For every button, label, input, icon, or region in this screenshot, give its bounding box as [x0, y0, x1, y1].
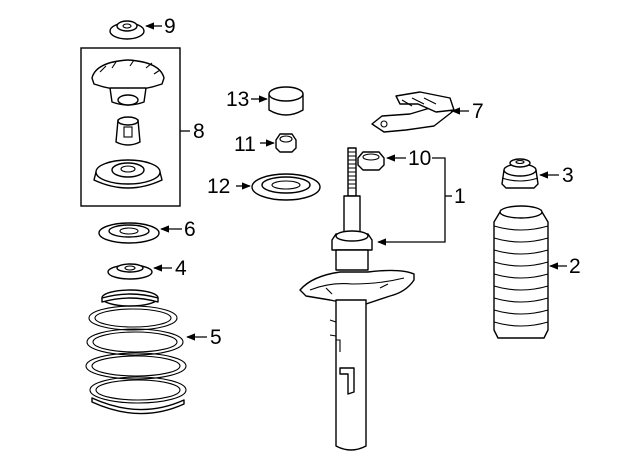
part-10-nut[interactable]	[357, 151, 385, 171]
callout-9-label: 9	[164, 15, 176, 38]
part-4-isolator[interactable]	[107, 263, 153, 280]
part-5-coil-spring[interactable]	[85, 289, 187, 415]
part-11-nut[interactable]	[275, 133, 297, 153]
part-8-strut-mount[interactable]	[91, 59, 165, 189]
callout-6-label: 6	[184, 218, 196, 241]
part-12-washer[interactable]	[251, 173, 321, 201]
callout-13-label: 13	[226, 88, 249, 111]
part-7-bracket[interactable]	[371, 91, 455, 133]
callout-11-label: 11	[234, 133, 256, 156]
callout-12-label: 12	[207, 175, 230, 198]
callout-8-label: 8	[193, 120, 205, 143]
callout-10-label: 10	[408, 147, 431, 170]
part-9-upper-seat[interactable]	[109, 20, 145, 40]
callout-7-label: 7	[472, 100, 484, 123]
part-13-dust-cap[interactable]	[268, 86, 304, 116]
part-6-spring-seat[interactable]	[98, 222, 160, 244]
callout-1-label: 1	[454, 185, 466, 208]
callout-5-label: 5	[210, 326, 222, 349]
callout-4-label: 4	[175, 257, 187, 280]
callout-2-label: 2	[569, 255, 581, 278]
callout-1-leader	[377, 157, 446, 246]
callout-3-label: 3	[562, 164, 574, 187]
part-1-strut[interactable]	[299, 147, 415, 451]
part-3-bump-stop[interactable]	[501, 158, 539, 189]
part-8-assembly-box	[80, 47, 181, 207]
part-2-dust-boot[interactable]	[493, 205, 549, 339]
